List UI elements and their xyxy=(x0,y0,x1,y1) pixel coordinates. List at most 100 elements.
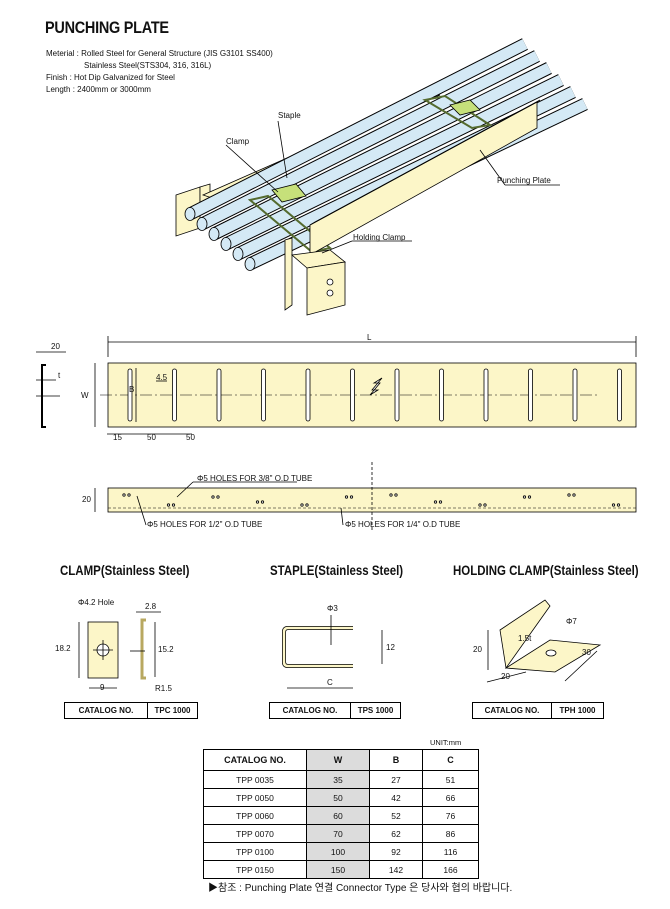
slot xyxy=(305,368,311,422)
tube xyxy=(196,50,540,231)
header-catalog: CATALOG NO. xyxy=(203,749,307,771)
staple-c: C xyxy=(327,678,333,687)
catalog-value: TPS 1000 xyxy=(357,706,394,715)
footnote: ▶참조 : Punching Plate 연결 Connector Type 은… xyxy=(208,883,513,894)
clamp-catalog: CATALOG NO. TPC 1000 xyxy=(64,702,198,719)
hole xyxy=(611,503,616,507)
table-cell: TPP 0070 xyxy=(203,824,307,843)
catalog-value: TPC 1000 xyxy=(154,706,191,715)
spec-material: Meterial : Rolled Steel for General Stru… xyxy=(46,49,273,58)
staple-title: STAPLE(Stainless Steel) xyxy=(270,562,404,578)
staple-catalog: CATALOG NO.TPS 1000 xyxy=(269,702,401,719)
hole xyxy=(478,503,482,507)
table-cell: TPP 0035 xyxy=(203,770,307,789)
hole xyxy=(166,503,171,507)
hole xyxy=(260,500,265,504)
hole xyxy=(300,503,304,507)
holding-catalog: CATALOG NO.TPH 1000 xyxy=(472,702,604,719)
hole xyxy=(616,503,621,507)
table-header: CATALOG NO. W B C xyxy=(203,749,479,771)
isometric-assembly xyxy=(175,38,588,316)
table-cell: 27 xyxy=(369,770,423,789)
hole xyxy=(438,500,443,504)
holding-clamp-title: HOLDING CLAMP(Stainless Steel) xyxy=(453,562,639,578)
label-holes-12: Φ5 HOLES FOR 1/2" O.D TUBE xyxy=(147,520,263,529)
plan-view xyxy=(36,336,637,435)
spec-material-2: Stainless Steel(STS304, 316, 316L) xyxy=(84,61,212,70)
hole xyxy=(394,493,398,497)
table-cell: 166 xyxy=(422,860,479,879)
label-staple: Staple xyxy=(278,111,301,120)
spec-finish: Finish : Hot Dip Galvanized for Steel xyxy=(46,73,175,82)
table-cell: 50 xyxy=(306,788,370,807)
table-cell: TPP 0100 xyxy=(203,842,307,861)
table-cell: 76 xyxy=(422,806,479,825)
clamp-title: CLAMP(Stainless Steel) xyxy=(60,562,190,578)
label-holes-14: Φ5 HOLES FOR 1/4" O.D TUBE xyxy=(345,520,461,529)
tube-holes xyxy=(122,493,621,507)
tubes xyxy=(184,38,588,271)
slot xyxy=(261,368,266,422)
clamp-width: 9 xyxy=(100,683,105,692)
staple-dia: Φ3 xyxy=(327,604,338,613)
table-cell: 51 xyxy=(422,770,479,789)
table-cell: 100 xyxy=(306,842,370,861)
slot xyxy=(572,368,578,422)
clamp-inner: 15.2 xyxy=(158,645,174,654)
clamp-drawing xyxy=(78,611,161,689)
hole xyxy=(483,503,487,507)
catalog-value: TPH 1000 xyxy=(559,706,596,715)
dim-slot: 4.5 xyxy=(156,373,168,382)
tube xyxy=(220,74,564,251)
slot xyxy=(216,368,222,422)
holding-clamp-drawing xyxy=(486,599,602,683)
staple-height: 12 xyxy=(386,643,395,652)
label-holes-38: Φ5 HOLES FOR 3/8" O.D TUBE xyxy=(197,474,313,483)
catalog-label: CATALOG NO. xyxy=(65,703,148,718)
clamp-hole: Φ4.2 Hole xyxy=(78,598,115,607)
label-punching-plate: Punching Plate xyxy=(497,176,551,185)
dim-50b: 50 xyxy=(186,433,195,442)
hole xyxy=(216,495,220,499)
table-cell: 86 xyxy=(422,824,479,843)
slot xyxy=(394,368,400,422)
table-cell: 70 xyxy=(306,824,370,843)
dim-b: B xyxy=(129,385,135,394)
slot xyxy=(127,368,133,422)
dim-l: L xyxy=(367,333,372,342)
table-cell: 52 xyxy=(369,806,423,825)
slots xyxy=(127,368,622,422)
dim-flange: 20 xyxy=(51,342,60,351)
holding-dia: Φ7 xyxy=(566,617,577,626)
table-cell: 92 xyxy=(369,842,423,861)
holding-depth: 30 xyxy=(582,648,591,657)
spec-length: Length : 2400mm or 3000mm xyxy=(46,85,151,94)
slot xyxy=(528,368,533,422)
table-cell: 116 xyxy=(422,842,479,861)
side-view xyxy=(94,462,637,530)
table-cell: 35 xyxy=(306,770,370,789)
hole xyxy=(527,495,532,499)
hole xyxy=(344,495,349,499)
header-c: C xyxy=(422,749,479,771)
hole xyxy=(122,493,126,497)
clamp-thick: 2.8 xyxy=(145,602,157,611)
slot xyxy=(350,368,355,422)
header-b: B xyxy=(369,749,423,771)
hole xyxy=(433,500,438,504)
table-cell: 42 xyxy=(369,788,423,807)
label-clamp: Clamp xyxy=(226,137,250,146)
holding-height: 20 xyxy=(473,645,482,654)
label-holding-clamp: Holding Clamp xyxy=(353,233,406,242)
hole xyxy=(305,503,309,507)
hole xyxy=(389,493,393,497)
dim-side-h: 20 xyxy=(82,495,91,504)
hole xyxy=(211,495,215,499)
dim-t: t xyxy=(58,371,61,380)
dim-15: 15 xyxy=(113,433,122,442)
unit-label: UNIT:mm xyxy=(430,738,462,747)
